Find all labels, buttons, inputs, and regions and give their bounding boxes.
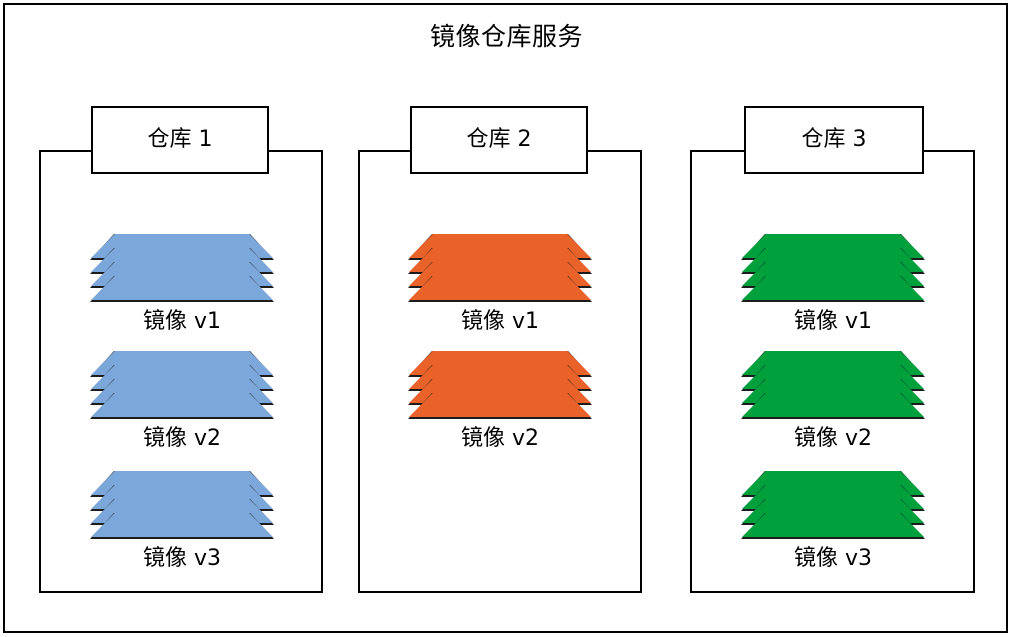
image-label: 镜像 v2 [142,426,221,451]
layer-stack [82,471,282,539]
image-layer-fill [91,513,273,537]
image-label: 镜像 v1 [793,309,872,334]
layer-stack [733,351,933,419]
image-layer-fill [91,276,273,300]
image-layer-fill [742,513,924,537]
image-label: 镜像 v1 [142,309,221,334]
image-stack-repo3-v3[interactable]: 镜像 v3 [733,471,933,581]
image-label: 镜像 v2 [793,426,872,451]
image-stack-repo2-v2[interactable]: 镜像 v2 [400,351,600,461]
image-stack-repo3-v1[interactable]: 镜像 v1 [733,234,933,344]
layer-stack [733,471,933,539]
layer-stack [400,234,600,302]
layer-stack [82,351,282,419]
image-stack-repo1-v1[interactable]: 镜像 v1 [82,234,282,344]
image-layer-fill [742,393,924,417]
image-label: 镜像 v3 [142,546,221,571]
image-layer-fill [409,276,591,300]
image-label: 镜像 v3 [793,546,872,571]
image-label: 镜像 v2 [460,426,539,451]
layer-stack [82,234,282,302]
image-label: 镜像 v1 [460,309,539,334]
image-layer-fill [409,393,591,417]
page-title: 镜像仓库服务 [429,22,583,51]
repository-header-3[interactable]: 仓库 3 [744,106,924,174]
image-layer-fill [742,276,924,300]
layer-stack [400,351,600,419]
image-stack-repo1-v2[interactable]: 镜像 v2 [82,351,282,461]
repository-header-2[interactable]: 仓库 2 [410,106,588,174]
layer-stack [733,234,933,302]
repository-header-1[interactable]: 仓库 1 [91,106,269,174]
image-layer-fill [91,393,273,417]
image-stack-repo1-v3[interactable]: 镜像 v3 [82,471,282,581]
image-stack-repo3-v2[interactable]: 镜像 v2 [733,351,933,461]
image-stack-repo2-v1[interactable]: 镜像 v1 [400,234,600,344]
